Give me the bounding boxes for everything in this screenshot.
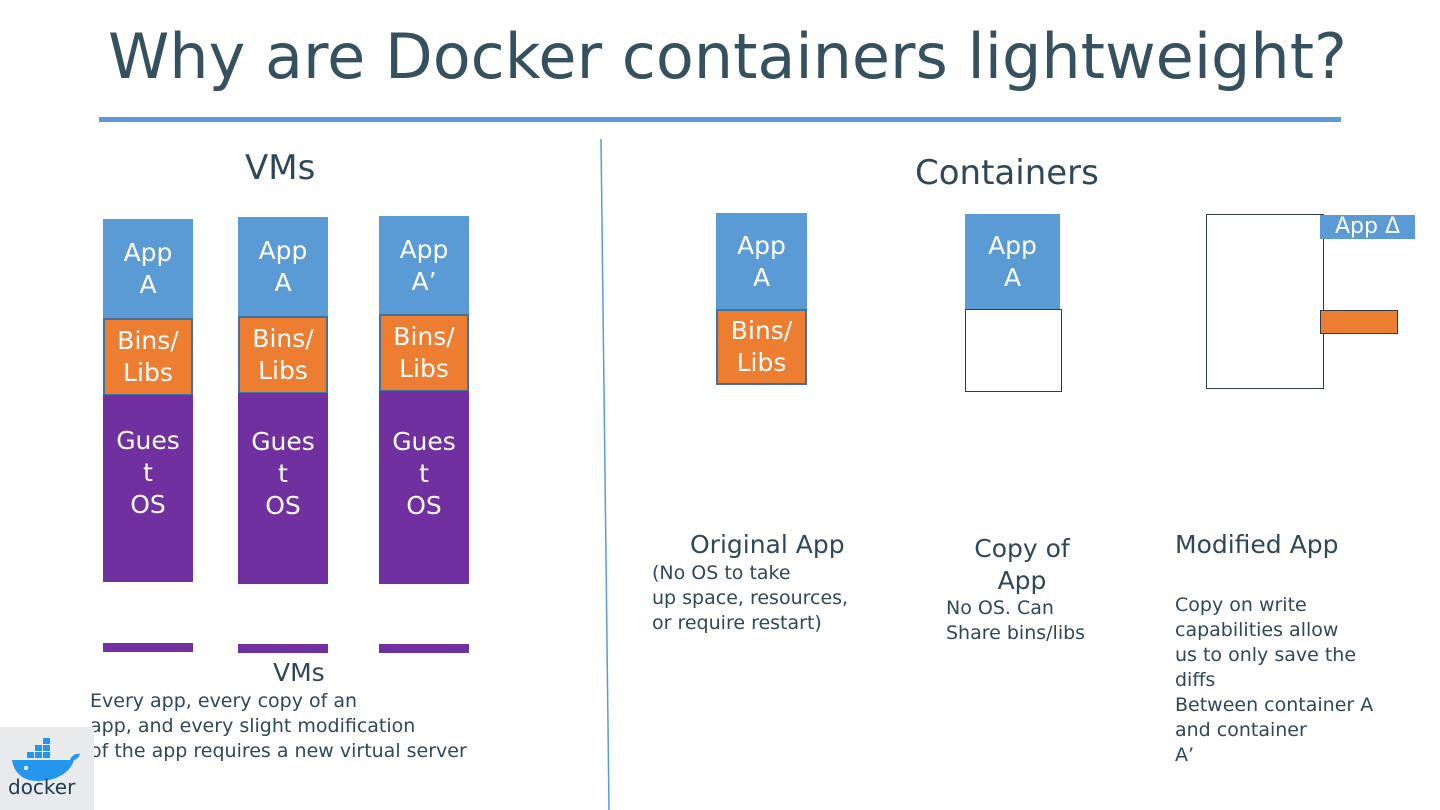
title-underline: [99, 117, 1341, 122]
copy-app-block: App A: [965, 214, 1060, 310]
vm-3-libs-block: Bins/ Libs: [379, 314, 469, 392]
docker-logo: docker: [0, 727, 94, 810]
original-app-block: App A: [716, 213, 807, 310]
vm-1-app-block: App A: [103, 219, 193, 319]
copy-app-note: No OS. Can Share bins/libs: [946, 597, 1086, 644]
original-libs-block: Bins/ Libs: [716, 309, 807, 385]
vms-heading: VMs: [245, 148, 316, 188]
vm-2-base-bar: [238, 644, 328, 653]
vm-1-base-bar: [103, 643, 193, 652]
app-delta-block: App Δ: [1320, 215, 1415, 239]
modified-app-caption: Modified App: [1175, 530, 1339, 559]
vm-1-guest-os-block: Gues t OS: [103, 395, 193, 582]
modified-shared-outline: [1206, 214, 1324, 389]
libs-delta-block: [1320, 310, 1398, 334]
vm-3-app-block: App A’: [379, 216, 469, 315]
vm-1-libs-block: Bins/ Libs: [103, 318, 193, 396]
docker-whale-icon: [12, 738, 80, 781]
vms-description: Every app, every copy of an app, and eve…: [90, 690, 467, 762]
vms-footer-label: VMs: [273, 658, 325, 687]
vm-3-guest-os-block: Gues t OS: [379, 391, 469, 584]
vm-2-libs-block: Bins/ Libs: [238, 316, 328, 394]
containers-heading: Containers: [915, 153, 1099, 193]
slide-title: Why are Docker containers lightweight?: [108, 20, 1347, 93]
vm-2-guest-os-block: Gues t OS: [238, 393, 328, 584]
docker-logo-text: docker: [8, 775, 76, 799]
vm-3-base-bar: [379, 644, 469, 653]
original-app-note: (No OS to take up space, resources, or r…: [652, 562, 849, 634]
vm-2-app-block: App A: [238, 217, 328, 317]
copy-app-caption: Copy of App: [974, 534, 1070, 595]
original-app-caption: Original App: [690, 530, 845, 559]
modified-app-note: Copy on write capabilities allow us to o…: [1175, 594, 1374, 766]
copy-shared-libs-outline: [965, 309, 1062, 392]
